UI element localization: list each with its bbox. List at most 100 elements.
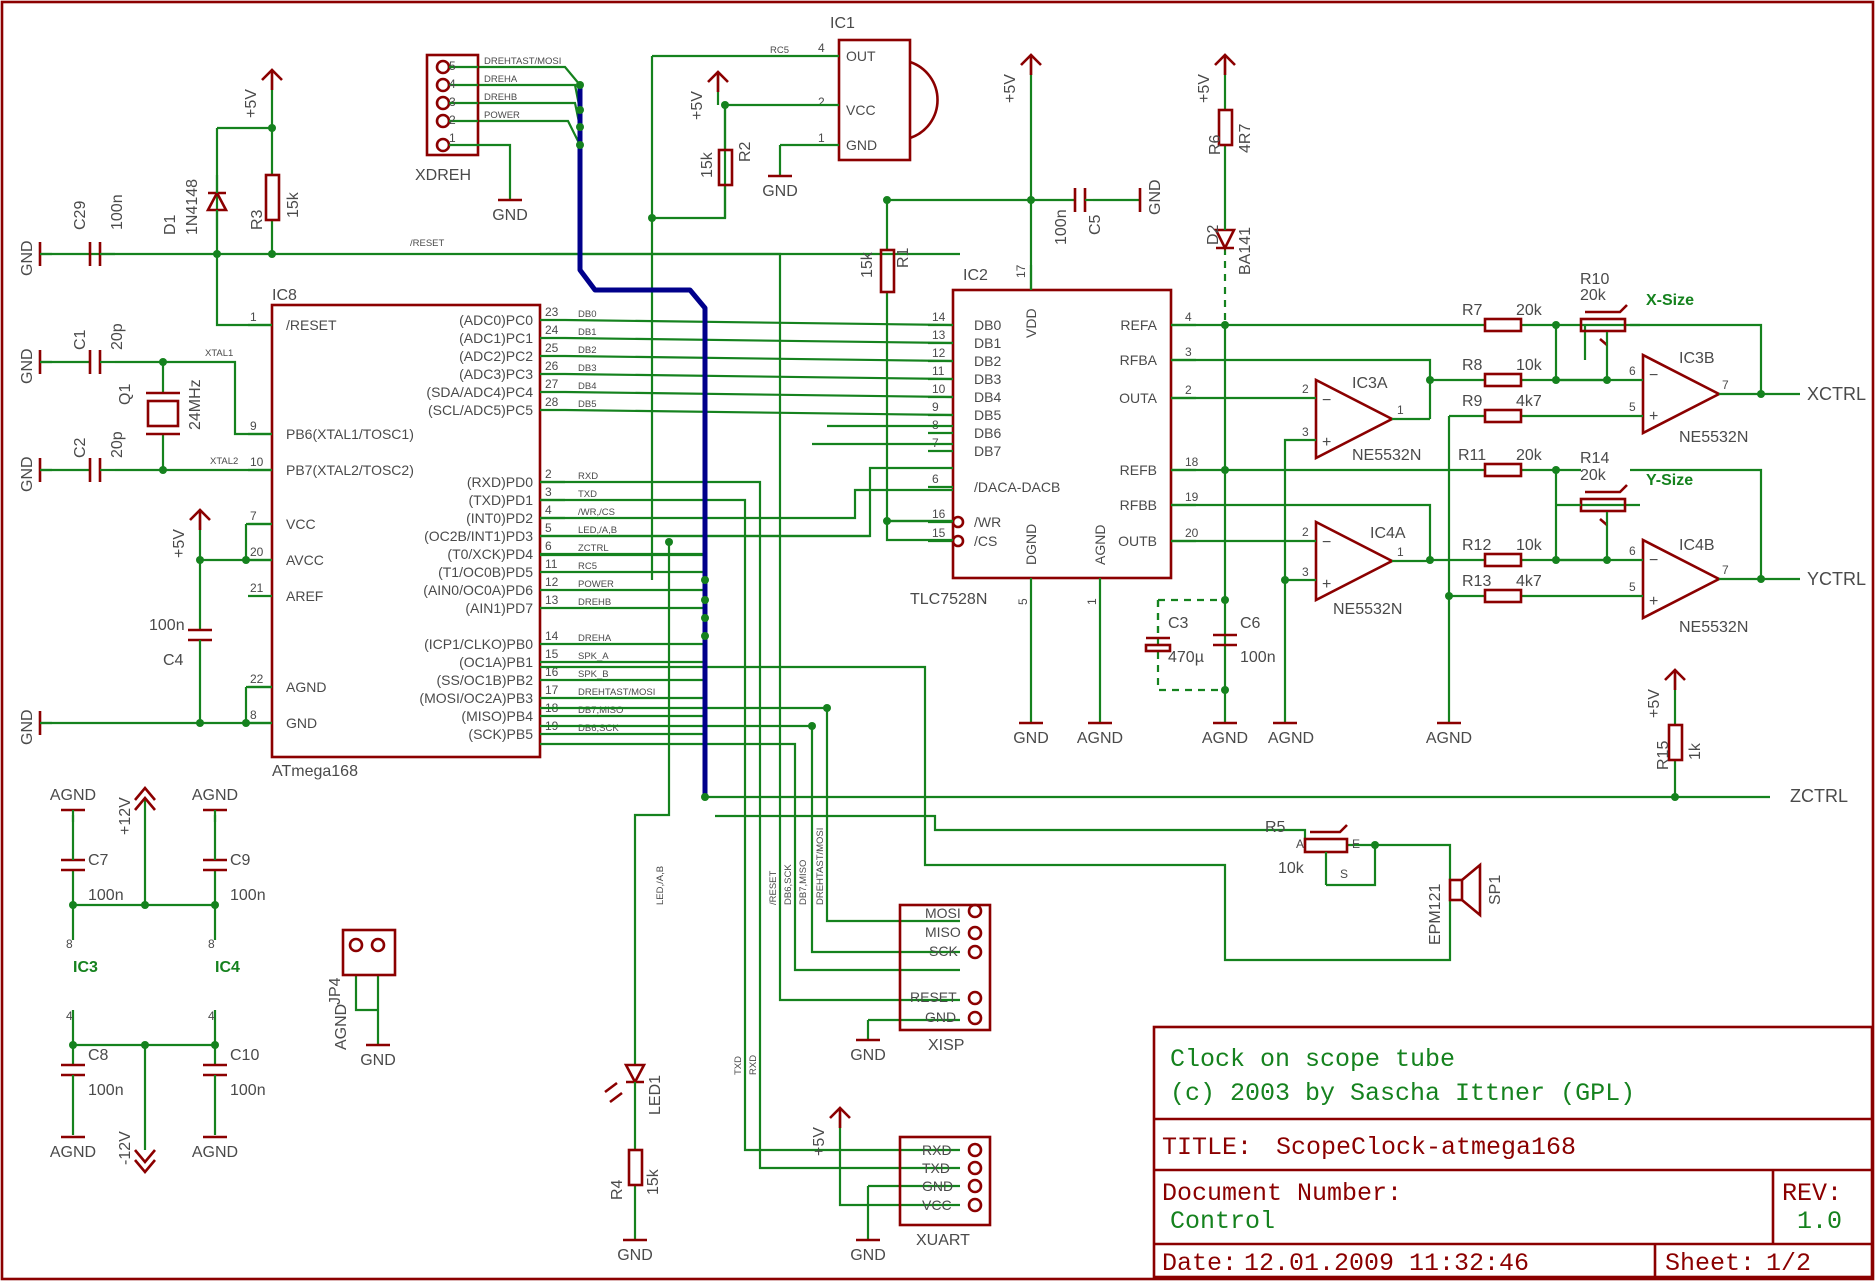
r15-value: 1k <box>1687 742 1704 760</box>
svg-text:−: − <box>1649 552 1658 569</box>
svg-text:D2: D2 <box>1205 224 1222 245</box>
q1-value: 24MHz <box>187 379 204 430</box>
docnum-label: Document Number: <box>1162 1179 1402 1208</box>
svg-text:R10: R10 <box>1580 271 1609 288</box>
svg-text:C1: C1 <box>72 329 89 350</box>
ic8-pin-label-8: GND <box>286 715 317 731</box>
ic1-pin-out: OUT <box>846 48 876 64</box>
svg-text:+: + <box>1649 408 1658 425</box>
ic8-pin-label-19: (SCK)PB5 <box>468 726 533 742</box>
agnd-symbol: AGND <box>50 787 96 804</box>
ic8-pin-num-22: 22 <box>250 672 264 686</box>
d1-value: 1N4148 <box>184 179 201 235</box>
ic8-part: ATmega168 <box>272 763 358 780</box>
gnd-symbol-c5: GND <box>1147 179 1164 215</box>
ic2-pin-label-14: DB0 <box>974 317 1001 333</box>
ic4a-pin-noninv: 3 <box>1302 565 1309 579</box>
ground-symbol: GND <box>492 207 528 224</box>
ic3a-name: IC3A <box>1352 375 1388 392</box>
ic8-net-17: DREHTAST/MOSI <box>578 687 655 698</box>
sheet-value: 1/2 <box>1766 1249 1811 1278</box>
r10-value: 20k <box>1580 287 1607 304</box>
reset-net-label: /RESET <box>410 238 445 249</box>
svg-text:R14: R14 <box>1580 450 1609 467</box>
xdreh-pin3: 3 <box>449 95 456 109</box>
svg-text:C9: C9 <box>230 852 251 869</box>
c10-value: 100n <box>230 1082 266 1099</box>
ic8-net-5: LED,/A,B <box>578 525 617 536</box>
ic8-pin-label-26: (ADC3)PC3 <box>459 366 533 382</box>
ic8-net-24: DB1 <box>578 327 596 338</box>
svg-text:C5: C5 <box>1087 214 1104 235</box>
ic8-pin-num-17: 17 <box>545 683 559 697</box>
vcc-symbol: +5V <box>243 89 260 118</box>
r1-value: 15k <box>859 251 876 278</box>
ic8-pin-label-5: (OC2B/INT1)PD3 <box>424 528 533 544</box>
ic8-pin-num-14: 14 <box>545 629 559 643</box>
jp4-agnd: AGND <box>333 1004 350 1050</box>
ic8-pin-label-6: (T0/XCK)PD4 <box>447 546 533 562</box>
vcc12-symbol: +12V <box>117 797 134 835</box>
ic2-pin-label-6: /DACA-DACB <box>974 479 1060 495</box>
ic8-pin-label-3: (TXD)PD1 <box>468 492 533 508</box>
svg-text:D1: D1 <box>162 214 179 235</box>
ic8-net-18: DB7,MISO <box>578 705 623 716</box>
vcc-symbol: +5V <box>811 1127 828 1156</box>
ic8-net-25: DB2 <box>578 345 596 356</box>
ic2-pin-label-9: DB5 <box>974 407 1001 423</box>
svg-text:C8: C8 <box>88 1047 109 1064</box>
ic2-pin-num-16: 16 <box>932 507 946 521</box>
ic8-pin-num-20: 20 <box>250 545 264 559</box>
r2-value: 15k <box>699 151 716 178</box>
c3-value: 470µ <box>1168 649 1204 666</box>
ic8-pin-label-1: /RESET <box>286 317 337 333</box>
ic8-pin-label-20: AVCC <box>286 552 324 568</box>
c9-value: 100n <box>230 887 266 904</box>
ic2-pin-num-13: 13 <box>932 328 946 342</box>
ic8-pin-num-27: 27 <box>545 377 559 391</box>
svg-text:R11: R11 <box>1458 447 1486 464</box>
svg-text:R12: R12 <box>1462 537 1491 554</box>
ic8-pin-num-3: 3 <box>545 485 552 499</box>
title-line1: Clock on scope tube <box>1170 1045 1455 1074</box>
ic8-pin-num-28: 28 <box>545 395 559 409</box>
svg-text:R3: R3 <box>249 209 266 230</box>
c5-value: 100n <box>1053 209 1070 245</box>
xtal1-net-label: XTAL1 <box>205 348 233 359</box>
r11-value: 20k <box>1516 447 1543 464</box>
xdreh-pin5: 5 <box>449 59 456 73</box>
c6-value: 100n <box>1240 649 1276 666</box>
ic8-net-12: POWER <box>578 579 614 590</box>
ic8-pin-label-10: PB7(XTAL2/TOSC2) <box>286 462 414 478</box>
ic2-pin-label-18: REFB <box>1120 462 1157 478</box>
svg-text:C4: C4 <box>163 652 184 669</box>
ic8-pin-label-11: (T1/OC0B)PD5 <box>438 564 533 580</box>
d2-value: BA141 <box>1237 227 1254 275</box>
xisp-name: XISP <box>928 1037 964 1054</box>
svg-text:C2: C2 <box>72 437 89 458</box>
ic8-pin-num-16: 16 <box>545 665 559 679</box>
r12-value: 10k <box>1516 537 1543 554</box>
ic8-pin-label-24: (ADC1)PC1 <box>459 330 533 346</box>
ground-symbol: AGND <box>1202 730 1248 747</box>
ic2-pin-label-11: DB3 <box>974 371 1001 387</box>
ic8-net-27: DB4 <box>578 381 596 392</box>
ic8-name: IC8 <box>272 287 297 304</box>
ic8-pin-num-6: 6 <box>545 539 552 553</box>
ic2-pin-label-13: DB1 <box>974 335 1001 351</box>
ic2-pin-num-15: 15 <box>932 526 946 540</box>
ic8-pin-label-13: (AIN1)PD7 <box>465 600 533 616</box>
sp1-value: EPM121 <box>1427 884 1444 945</box>
ic3b-part: NE5532N <box>1679 429 1748 446</box>
svg-text:+: + <box>1322 434 1331 451</box>
ic4a-name: IC4A <box>1370 525 1406 542</box>
xisp-pin-gnd: GND <box>925 1009 956 1025</box>
ic8-net-28: DB5 <box>578 399 596 410</box>
rev-label: REV: <box>1782 1179 1842 1208</box>
r14-value: 20k <box>1580 467 1607 484</box>
ic1-pin-vcc: VCC <box>846 102 876 118</box>
ic8-pin-num-7: 7 <box>250 509 257 523</box>
ic8-pin-label-7: VCC <box>286 516 316 532</box>
